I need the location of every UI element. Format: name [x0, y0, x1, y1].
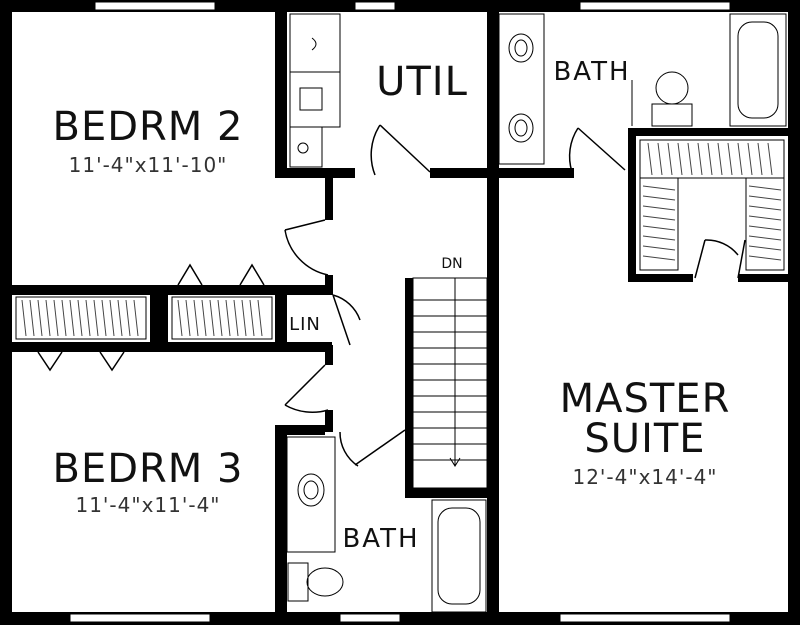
windows [69, 1, 731, 623]
master-label-line1: MASTER [560, 376, 731, 422]
bedroom3-label: BEDRM 3 [53, 446, 244, 492]
bath-bottom-label: BATH [342, 524, 419, 554]
bedroom2-dims: 11'-4"x11'-10" [69, 153, 228, 177]
master-bath-fixtures [498, 13, 787, 165]
utility-fixtures [289, 13, 341, 168]
master-label-line2: SUITE [584, 416, 705, 462]
lower-bath-fixtures [286, 436, 487, 613]
stairs-label: DN [441, 256, 462, 272]
master-dims: 12'-4"x14'-4" [572, 465, 717, 489]
closet-rods [15, 139, 785, 340]
interior-walls [12, 12, 788, 612]
doors [37, 124, 746, 467]
stairs [412, 277, 488, 489]
bedroom3-dims: 11'-4"x11'-4" [75, 493, 220, 517]
bath-top-label: BATH [553, 57, 630, 87]
linen-label: LIN [289, 314, 321, 335]
bedroom2-label: BEDRM 2 [53, 104, 244, 150]
util-label: UTIL [376, 59, 468, 105]
